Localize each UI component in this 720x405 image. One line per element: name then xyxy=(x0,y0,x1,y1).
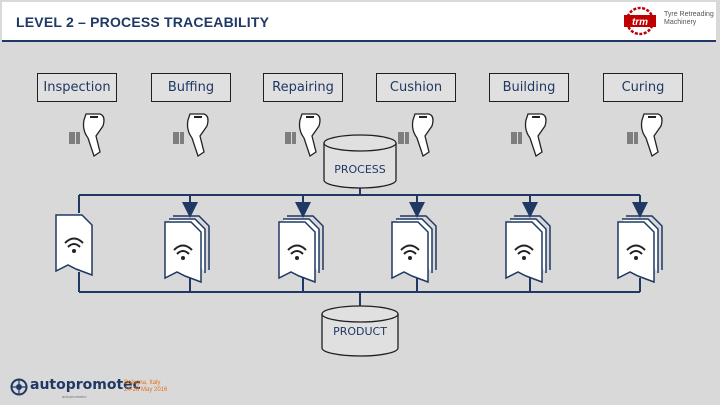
title-bar: LEVEL 2 – PROCESS TRACEABILITY xyxy=(2,2,716,42)
stage-box-inspection: Inspection xyxy=(37,73,117,102)
autopromotec-logo-subtext: autopromotec xyxy=(62,394,87,399)
stage-box-buffing: Buffing xyxy=(151,73,231,102)
barcode-scanner-icon xyxy=(173,113,209,158)
bottom-connection-line xyxy=(78,272,641,308)
rfid-tag-icon xyxy=(55,214,93,276)
autopromotec-logo-icon xyxy=(10,378,28,396)
top-connection-line xyxy=(78,186,648,218)
rfid-tag-icon xyxy=(391,215,437,283)
barcode-scanner-icon xyxy=(398,113,434,158)
rfid-tag-icon xyxy=(505,215,551,283)
trm-tagline-line-1: Tyre Retreading xyxy=(664,11,714,18)
barcode-scanner-icon xyxy=(285,113,321,158)
rfid-tag-icon xyxy=(164,215,210,283)
slide-title: LEVEL 2 – PROCESS TRACEABILITY xyxy=(16,14,270,30)
trm-logo-icon: trm xyxy=(624,6,656,36)
event-dates: 24-28 May 2016 xyxy=(124,387,168,393)
rfid-tag-icon xyxy=(617,215,663,283)
stage-box-cushion: Cushion xyxy=(376,73,456,102)
rfid-tag-icon xyxy=(278,215,324,283)
product-database-label: PRODUCT xyxy=(333,325,387,338)
barcode-scanner-icon xyxy=(69,113,105,158)
stage-box-building: Building xyxy=(489,73,569,102)
barcode-scanner-icon xyxy=(511,113,547,158)
event-location: Bologna, Italy xyxy=(124,380,161,386)
event-info: Bologna, Italy 24-28 May 2016 xyxy=(124,380,167,394)
product-database-icon xyxy=(321,305,399,357)
stage-box-repairing: Repairing xyxy=(263,73,343,102)
process-database-icon xyxy=(323,134,397,189)
svg-text:trm: trm xyxy=(632,17,648,28)
trm-tagline-line-2: Machinery xyxy=(664,19,697,26)
stage-box-curing: Curing xyxy=(603,73,683,102)
autopromotec-logo-text: autopromotec xyxy=(30,377,141,393)
process-database-label: PROCESS xyxy=(334,163,386,176)
barcode-scanner-icon xyxy=(627,113,663,158)
trm-tagline: Tyre Retreading Machinery xyxy=(664,11,714,27)
